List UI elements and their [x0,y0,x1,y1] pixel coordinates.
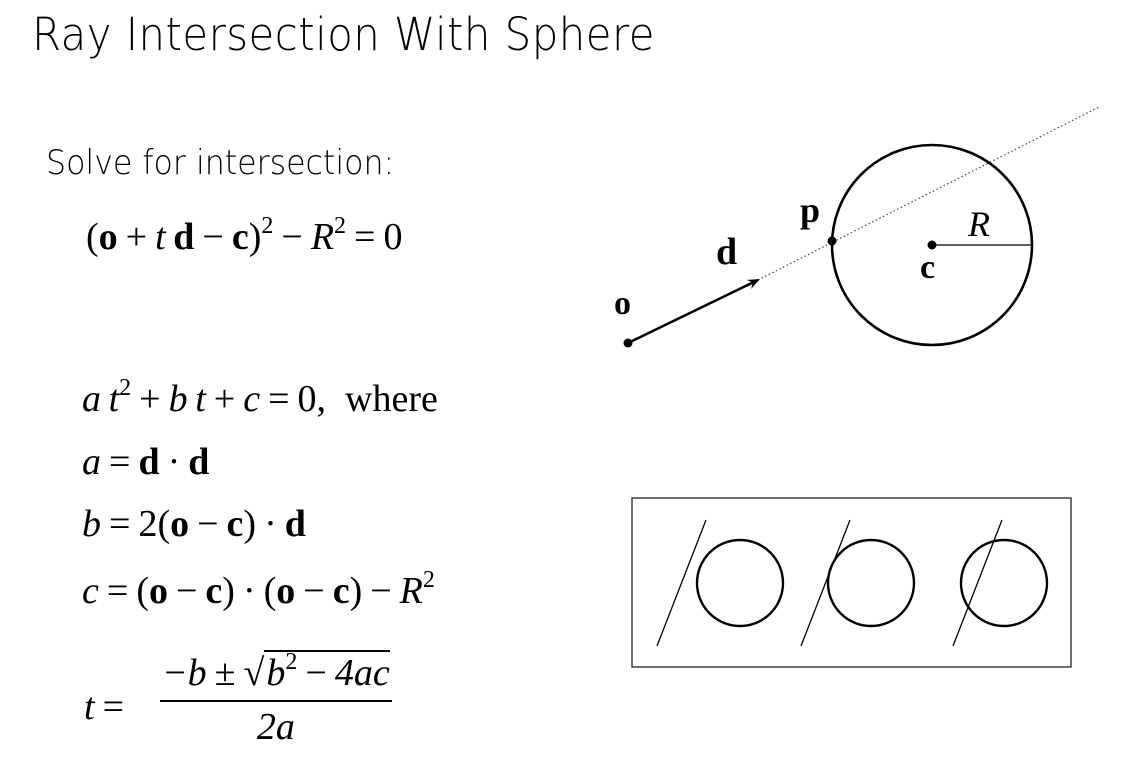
op-plus: + [213,378,236,420]
four-ac: 4ac [334,652,390,694]
ray-sphere-diagram: o d p c R [614,106,1100,348]
paren: ( [136,570,149,612]
fraction-denominator: 2a [160,708,392,746]
var-o: o [170,503,190,545]
var-d: d [138,441,160,483]
var-o: o [148,570,168,612]
var-t: t [108,378,120,420]
op-equals: = [102,686,124,728]
var-d: d [284,503,306,545]
op-dot: · [167,441,181,483]
var-t: t [155,216,166,258]
exponent: 2 [119,375,132,401]
exponent: 2 [285,649,298,675]
quadratic-equation: a t2+b t+c=0, where [82,376,438,420]
var-R: R [399,570,423,612]
op-dot: · [242,570,256,612]
op-minus: − [370,570,392,612]
op-equals: = [109,441,131,483]
var-c: c [332,570,350,612]
case-miss [656,519,785,647]
sqrt-argument: b2−4ac [264,649,390,694]
var-b: b [266,652,286,694]
var-b: b [82,503,101,545]
op-equals: = [354,216,376,258]
slide-title: Ray Intersection With Sphere [32,8,655,61]
op-equals: = [109,503,131,545]
center-point [927,240,937,250]
var-c: c [231,216,249,258]
two-a: 2a [256,706,295,748]
paren: ( [86,216,99,258]
exponent: 2 [422,567,435,593]
label-d: d [716,231,737,273]
zero: 0, [297,378,327,420]
var-d: d [188,441,210,483]
exponent: 2 [261,213,274,239]
case-two-intersections [952,519,1049,647]
case-circle [695,538,785,628]
case-tangent [800,519,916,647]
a-definition: a=d·d [82,443,209,481]
var-c: c [243,378,261,420]
where-text: where [345,378,438,420]
case-circle [959,538,1049,628]
b-definition: b=2(o−c)·d [82,505,306,543]
exponent: 2 [334,213,347,239]
paren: ) [349,570,363,612]
var-t: t [195,378,206,420]
paren: ) [222,570,235,612]
op-minus: − [303,570,325,612]
intersection-cases-diagram [631,497,1072,668]
label-c: c [920,249,935,286]
paren: ) [243,503,257,545]
op-minus: − [175,570,198,612]
op-plus: + [125,216,148,258]
op-minus: − [197,503,219,545]
var-o: o [276,570,296,612]
label-o: o [614,285,631,322]
zero: 0 [383,216,403,258]
op-plus-minus: ± [214,652,236,694]
var-o: o [98,216,118,258]
var-R: R [310,216,335,258]
paren: ) [248,216,262,258]
var-b: b [168,378,188,420]
var-c: c [82,570,99,612]
coefficient: 2( [138,503,171,545]
direction-arrow [627,278,760,345]
var-c: c [226,503,244,545]
c-definition: c=(o−c)·(o−c)−R2 [82,568,435,612]
quadratic-formula-fraction: −b±√b2−4ac 2a [160,650,392,746]
fraction-numerator: −b±√b2−4ac [160,650,392,694]
case-line [800,519,851,647]
case-line [656,519,707,647]
label-R: R [967,204,990,244]
neg-b: −b [162,652,207,694]
var-a: a [82,441,101,483]
op-equals: = [268,378,290,420]
intersection-point [827,236,837,246]
op-equals: = [106,570,129,612]
implicit-equation: (o+t d−c)2−R2=0 [86,214,403,258]
fraction-bar [160,700,392,702]
slide-subtitle: Solve for intersection: [46,143,395,183]
origin-point [623,338,633,348]
cases-frame [631,497,1072,668]
op-dot: · [264,503,277,545]
label-p: p [800,190,820,230]
var-d: d [173,216,195,258]
var-a: a [82,378,101,420]
case-circle [826,538,916,628]
sqrt-sign: √ [243,652,265,694]
op-minus: − [202,216,224,258]
paren: ( [263,570,277,612]
var-c: c [205,570,223,612]
op-minus: − [281,216,303,258]
t-solution-lhs: t= [84,688,132,726]
op-plus: + [139,378,161,420]
var-t: t [84,686,95,728]
op-minus: − [305,652,327,694]
